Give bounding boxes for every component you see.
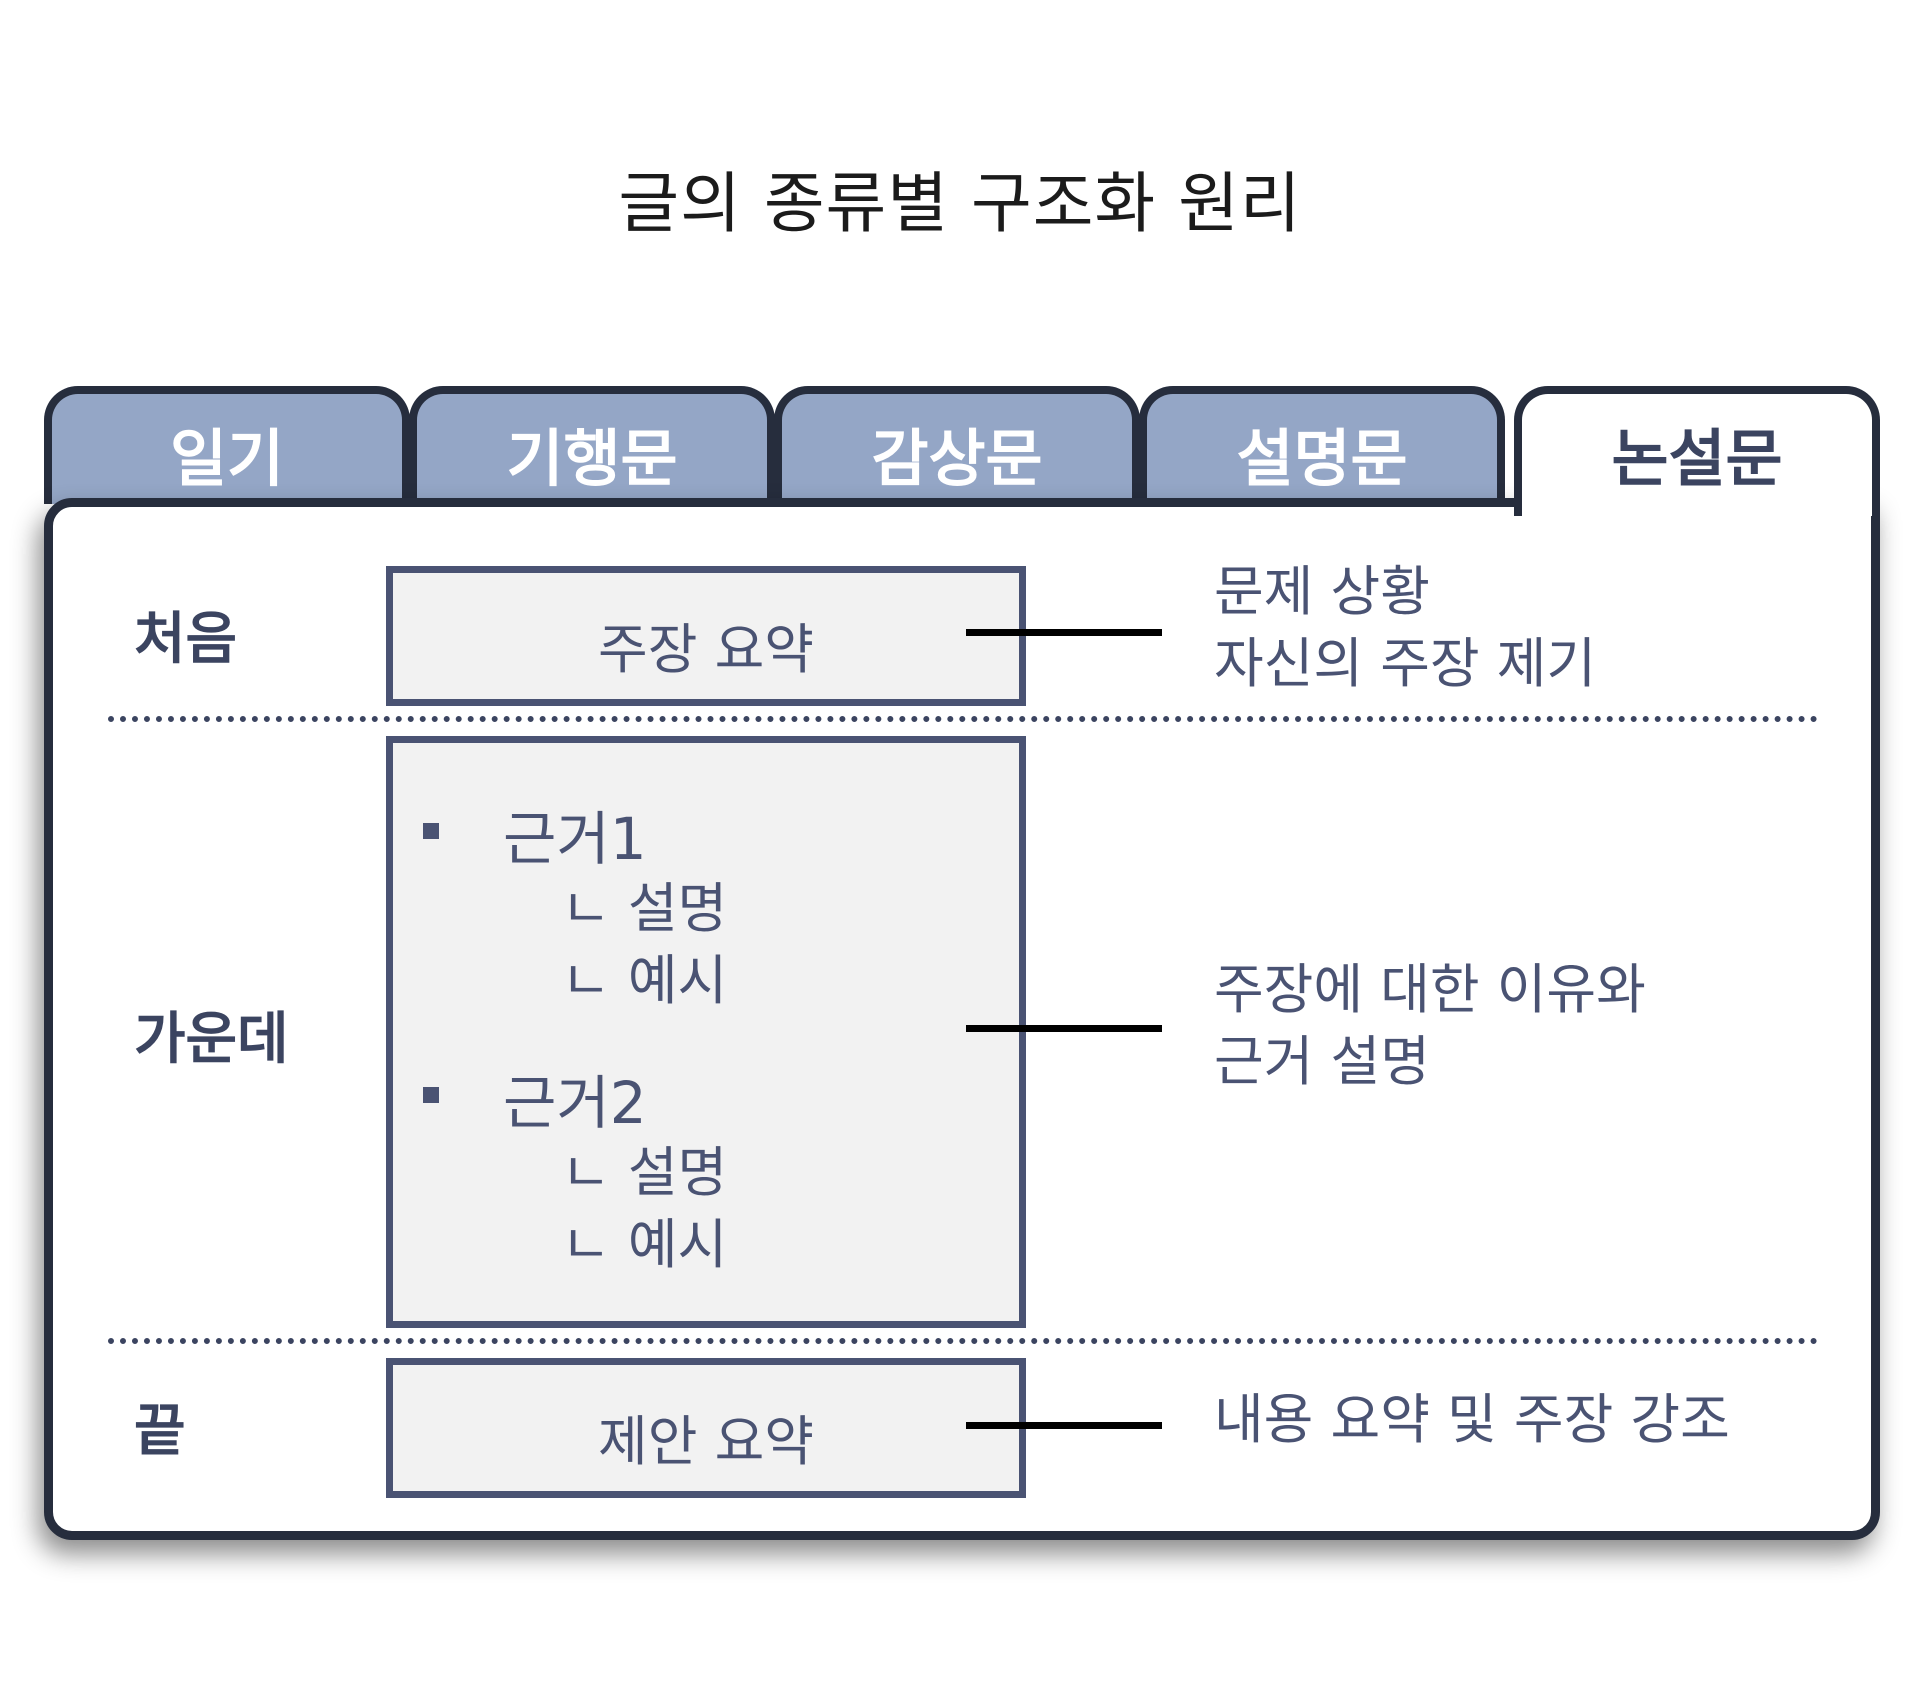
- row-label-beginning: 처음: [134, 607, 238, 672]
- middle-desc-line-1: 주장에 대한 이유와: [1214, 958, 1646, 1021]
- tab-bar: 일기 기행문 감상문 설명문 논설문: [44, 386, 1880, 516]
- beginning-connector: [966, 629, 1162, 636]
- tab-review[interactable]: 감상문: [774, 386, 1140, 504]
- reason-2-title: 근거2: [503, 1069, 647, 1137]
- tab-diary[interactable]: 일기: [44, 386, 410, 504]
- reason-1-title: 근거1: [503, 805, 647, 873]
- middle-box: 근거1 ㄴ 설명 ㄴ 예시 근거2 ㄴ 설명 ㄴ 예시: [386, 736, 1026, 1328]
- tab-argumentative[interactable]: 논설문: [1514, 386, 1880, 516]
- end-box: 제안 요약: [386, 1358, 1026, 1498]
- bullet-icon: [423, 823, 439, 839]
- tab-expository[interactable]: 설명문: [1139, 386, 1505, 504]
- middle-connector: [966, 1025, 1162, 1032]
- tab-travel-essay[interactable]: 기행문: [409, 386, 775, 504]
- beginning-box-text: 주장 요약: [598, 618, 814, 681]
- row-label-end: 끝: [134, 1399, 186, 1464]
- reason-1-sub-example: ㄴ 예시: [561, 949, 728, 1012]
- divider-bottom: [108, 1338, 1818, 1344]
- beginning-desc-line-1: 문제 상황: [1214, 560, 1430, 623]
- reason-2-sub-explanation: ㄴ 설명: [561, 1141, 728, 1204]
- reason-1-sub-explanation: ㄴ 설명: [561, 877, 728, 940]
- divider-top: [108, 716, 1818, 722]
- end-desc-line-1: 내용 요약 및 주장 강조: [1214, 1388, 1730, 1451]
- bullet-icon: [423, 1087, 439, 1103]
- end-connector: [966, 1422, 1162, 1429]
- beginning-box: 주장 요약: [386, 566, 1026, 706]
- end-box-text: 제안 요약: [598, 1410, 814, 1473]
- beginning-desc-line-2: 자신의 주장 제기: [1214, 632, 1597, 695]
- reason-2-sub-example: ㄴ 예시: [561, 1213, 728, 1276]
- end-description: 내용 요약 및 주장 강조: [1214, 1384, 1730, 1456]
- row-label-middle: 가운데: [134, 1007, 289, 1072]
- middle-description: 주장에 대한 이유와 근거 설명: [1214, 954, 1646, 1098]
- middle-desc-line-2: 근거 설명: [1214, 1030, 1430, 1093]
- page-title: 글의 종류별 구조화 원리: [618, 165, 1302, 242]
- beginning-description: 문제 상황 자신의 주장 제기: [1214, 556, 1596, 700]
